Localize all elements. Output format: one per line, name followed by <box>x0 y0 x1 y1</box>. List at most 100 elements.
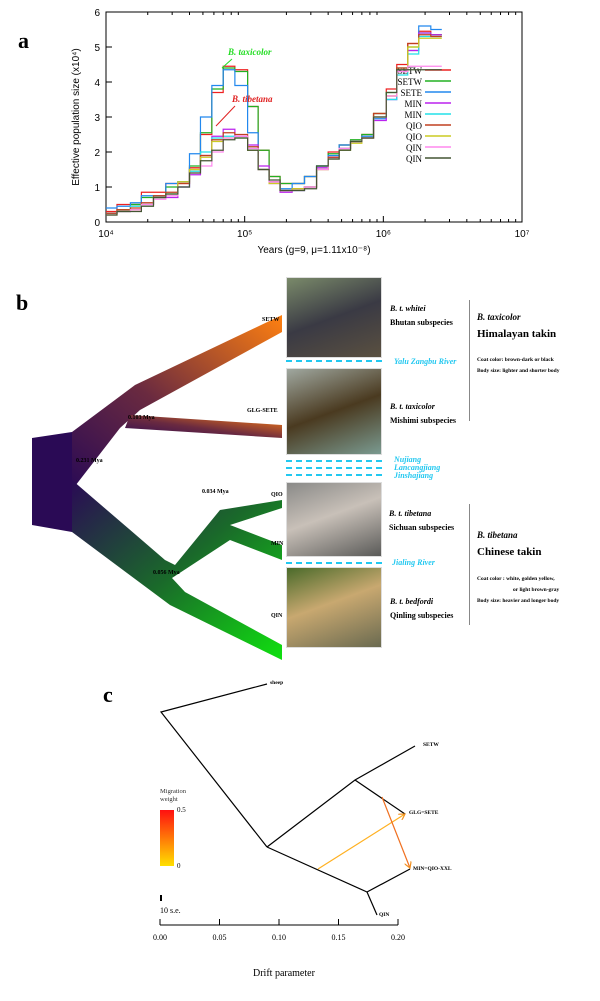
migration-weight-title: Migration weight <box>160 788 186 803</box>
x-tick-label: 0.20 <box>391 933 405 942</box>
series-line-setw <box>106 30 442 213</box>
latin-name: B. t. bedfordi <box>390 597 434 606</box>
x-tick-label: 0.05 <box>212 933 227 942</box>
tip-setw: SETW <box>423 742 439 748</box>
divergence-tree <box>32 315 282 660</box>
x-tick-label: 10⁷ <box>515 229 530 240</box>
migration-weight-scale <box>160 810 174 866</box>
x-tick-label: 10⁶ <box>376 229 391 240</box>
species-tibetana: B. tibetana Chinese takin Coat color : w… <box>477 530 559 604</box>
node-label: 0.056 Mya <box>153 570 180 576</box>
river-label: Lancangjiang <box>394 463 441 472</box>
river-lines <box>286 360 382 564</box>
series-line-min <box>106 32 442 214</box>
y-tick-label: 4 <box>94 78 100 89</box>
y-tick-label: 5 <box>94 43 100 54</box>
legend-label: QIO <box>406 121 422 131</box>
legend-label: QIO <box>406 132 422 142</box>
legend-label: SETW <box>398 77 423 87</box>
series-line-qio <box>106 34 442 214</box>
glg-sete-branch <box>125 415 282 438</box>
tip-label: QIO <box>271 492 283 498</box>
legend-label: QIN <box>406 143 422 153</box>
takin-photo-whitei <box>286 277 382 358</box>
migration-edge <box>381 796 410 868</box>
takin-photo-bedfordi <box>286 567 382 648</box>
series-line-sete <box>106 25 442 209</box>
takin-photo-tibetana <box>286 482 382 557</box>
common-name: Bhutan subspecies <box>390 318 453 327</box>
tip-qin: QIN <box>379 912 390 918</box>
x-tick-label: 10⁵ <box>237 229 252 240</box>
y-axis-title: Effective population size (x10⁴) <box>71 48 82 186</box>
node-label: 0.231 Mya <box>76 458 103 464</box>
divider <box>469 300 470 421</box>
legend-label: QIN <box>406 154 422 164</box>
x-axis-title: Drift parameter <box>253 968 315 979</box>
tip-label: SETW <box>262 317 280 323</box>
common-name: Qinling subspecies <box>390 611 454 620</box>
y-tick-label: 6 <box>94 8 100 19</box>
latin-name: B. tibetana <box>477 530 518 540</box>
coat-color: Coat color : white, golden yellow, <box>477 576 555 582</box>
tip-label: GLG-SETE <box>247 408 278 414</box>
body-size: Body size: heavier and longer body <box>477 598 560 604</box>
x-tick-label: 0.15 <box>331 933 346 942</box>
coat-color-cont: or light brown-gray <box>513 587 560 593</box>
common-name: Sichuan subspecies <box>389 523 455 532</box>
common-name: Mishimi subspecies <box>390 416 457 425</box>
y-tick-label: 3 <box>94 113 100 124</box>
river-label: Jinshajiang <box>394 471 434 480</box>
annotation-taxicolor: B. taxicolor <box>227 47 272 57</box>
tip-min-qio: MIN=QIO-XXL <box>413 866 452 872</box>
annotation-arrow <box>215 105 236 127</box>
annotation-arrow <box>221 58 233 69</box>
takin-photo-taxicolor <box>286 368 382 455</box>
latin-name: B. t. whitei <box>390 304 426 313</box>
x-axis-title: Years (g=9, μ=1.11x10⁻⁸) <box>257 245 370 256</box>
panel-a-label: a <box>18 28 29 53</box>
species-taxicolor: B. taxicolor Himalayan takin Coat color:… <box>477 312 559 374</box>
series-line-setw <box>106 32 442 214</box>
legend-label: SETE <box>401 88 423 98</box>
divider <box>469 504 470 625</box>
common-name: Himalayan takin <box>477 328 557 340</box>
tip-glg-sete: GLG=SETE <box>409 810 439 816</box>
legend-label: MIN <box>405 110 423 120</box>
tip-label: MIN <box>271 541 284 547</box>
node-label: 0.034 Mya <box>202 489 229 495</box>
annotation-tibetana: B. tibetana <box>231 94 273 104</box>
body-size: Body size: lighter and shorter body <box>477 368 560 374</box>
common-name: Chinese takin <box>477 546 542 558</box>
tip-label: QIN <box>271 613 283 619</box>
river-label: Yalu Zangbu River <box>394 357 457 366</box>
coat-color: Coat color: brown-dark or black <box>477 357 554 363</box>
plot-frame <box>105 11 523 223</box>
tibetana-branch <box>72 480 282 660</box>
node-label: 0.103 Mya <box>128 415 155 421</box>
scale-label: 10 s.e. <box>160 906 181 915</box>
y-tick-label: 2 <box>94 148 100 159</box>
tip-sheep: sheep <box>270 680 284 686</box>
x-tick-label: 10⁴ <box>98 229 113 240</box>
latin-name: B. taxicolor <box>477 312 521 322</box>
series-line-qin <box>106 69 442 216</box>
x-tick-label: 0.10 <box>272 933 286 942</box>
latin-name: B. t. taxicolor <box>390 402 435 411</box>
series-line-min <box>106 35 442 214</box>
migration-edge <box>317 814 405 870</box>
series-line-qio <box>106 37 442 216</box>
legend-label: SETW <box>398 66 423 76</box>
legend-min: 0 <box>177 862 181 870</box>
legend-label: MIN <box>405 99 423 109</box>
panel-b-label: b <box>16 290 29 315</box>
x-tick-label: 0.00 <box>153 933 167 942</box>
taxicolor-branch <box>72 315 282 490</box>
panel-c-label: c <box>103 682 113 707</box>
y-tick-label: 0 <box>94 218 100 229</box>
